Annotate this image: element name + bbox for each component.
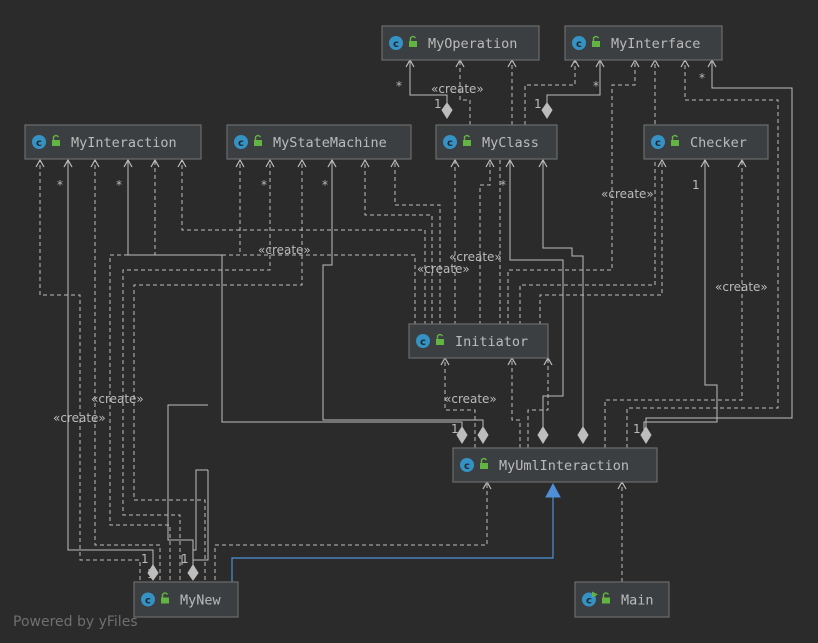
watermark: Powered by yFiles — [13, 614, 138, 630]
class-name: MyOperation — [428, 36, 517, 52]
lock-icon — [480, 457, 488, 469]
svg-text:c: c — [586, 596, 592, 607]
multiplicity-label: * — [699, 71, 705, 85]
class-node-myinterface[interactable]: c MyInterface — [564, 25, 723, 61]
create-label: «create» — [91, 392, 144, 406]
inheritance-edge — [231, 482, 561, 582]
class-icon: c — [460, 458, 474, 472]
multiplicity-label: * — [57, 178, 63, 192]
lock-icon — [602, 592, 610, 604]
class-icon: c — [141, 592, 155, 607]
create-label: «create» — [715, 280, 768, 294]
lock-icon — [254, 134, 262, 146]
class-name: Checker — [690, 135, 747, 151]
class-icon: c — [389, 36, 403, 50]
association-edges — [67, 60, 793, 565]
class-name: Main — [621, 593, 654, 609]
class-node-main[interactable]: c Main — [574, 581, 670, 618]
dependency-edges — [39, 60, 779, 582]
class-icon: c — [234, 135, 248, 149]
multiplicity-label: * — [396, 79, 402, 93]
class-icon: c — [651, 135, 665, 149]
multiplicity-label: * — [322, 178, 328, 192]
multiplicity-label: * — [593, 79, 599, 93]
class-node-box[interactable] — [564, 25, 723, 61]
class-node-myoperation[interactable]: c MyOperation — [381, 25, 540, 61]
multiplicity-label: 1 — [692, 178, 700, 192]
svg-text:c: c — [393, 39, 399, 50]
multiplicity-label: * — [500, 178, 506, 192]
create-label: «create» — [601, 187, 654, 201]
create-label: «create» — [258, 243, 311, 257]
multiplicity-label: 1 — [451, 422, 459, 436]
class-node-myumlinteraction[interactable]: c MyUmlInteraction — [452, 447, 658, 483]
class-name: MyStateMachine — [273, 135, 387, 151]
class-icon: c — [32, 135, 46, 149]
class-name: MyInteraction — [71, 135, 177, 151]
lock-icon — [463, 134, 471, 146]
multiplicity-label: 1 — [633, 422, 641, 436]
class-icon: c — [572, 36, 586, 50]
multiplicity-label: 1 — [434, 97, 442, 111]
class-node-mynew[interactable]: c MyNew — [133, 581, 239, 618]
create-label: «create» — [431, 82, 484, 96]
svg-text:c: c — [238, 138, 244, 149]
svg-text:c: c — [576, 39, 582, 50]
multiplicity-label: * — [116, 178, 122, 192]
class-icon: c — [443, 135, 457, 149]
class-node-myinteraction[interactable]: c MyInteraction — [24, 124, 202, 160]
multiplicity-label: 1 — [141, 552, 149, 566]
class-icon: c — [416, 334, 430, 348]
lock-icon — [671, 134, 679, 146]
class-node-initiator[interactable]: c Initiator — [408, 323, 549, 359]
svg-text:c: c — [36, 138, 42, 149]
svg-text:c: c — [145, 596, 151, 607]
lock-icon — [592, 35, 600, 47]
svg-text:c: c — [655, 138, 661, 149]
multiplicity-label: * — [261, 178, 267, 192]
class-name: MyUmlInteraction — [499, 458, 629, 474]
class-node-myclass[interactable]: c MyClass — [435, 124, 558, 160]
class-name: Initiator — [455, 334, 528, 350]
multiplicity-label: 1 — [534, 97, 542, 111]
lock-icon — [52, 134, 60, 146]
class-node-box[interactable] — [381, 25, 540, 61]
create-label: «create» — [417, 262, 470, 276]
multiplicity-label: 1 — [181, 552, 189, 566]
edge-labels: «create» «create» «create» «create» «cre… — [53, 71, 768, 581]
composition-diamonds — [147, 102, 652, 581]
svg-text:c: c — [464, 461, 470, 472]
multiplicity-label: 1 — [147, 567, 155, 581]
create-label: «create» — [53, 411, 106, 425]
svg-text:c: c — [420, 337, 426, 348]
class-name: MyInterface — [611, 36, 700, 52]
create-label: «create» — [444, 392, 497, 406]
create-label: «create» — [449, 250, 502, 264]
class-name: MyNew — [180, 593, 222, 609]
svg-text:c: c — [447, 138, 453, 149]
class-node-mystatemachine[interactable]: c MyStateMachine — [226, 124, 412, 160]
lock-icon — [436, 333, 444, 345]
class-node-checker[interactable]: c Checker — [643, 124, 769, 160]
main-class-icon: c — [582, 591, 598, 607]
lock-icon — [409, 35, 417, 47]
class-name: MyClass — [482, 135, 539, 151]
lock-icon — [161, 592, 169, 604]
class-node-box[interactable] — [408, 323, 549, 359]
